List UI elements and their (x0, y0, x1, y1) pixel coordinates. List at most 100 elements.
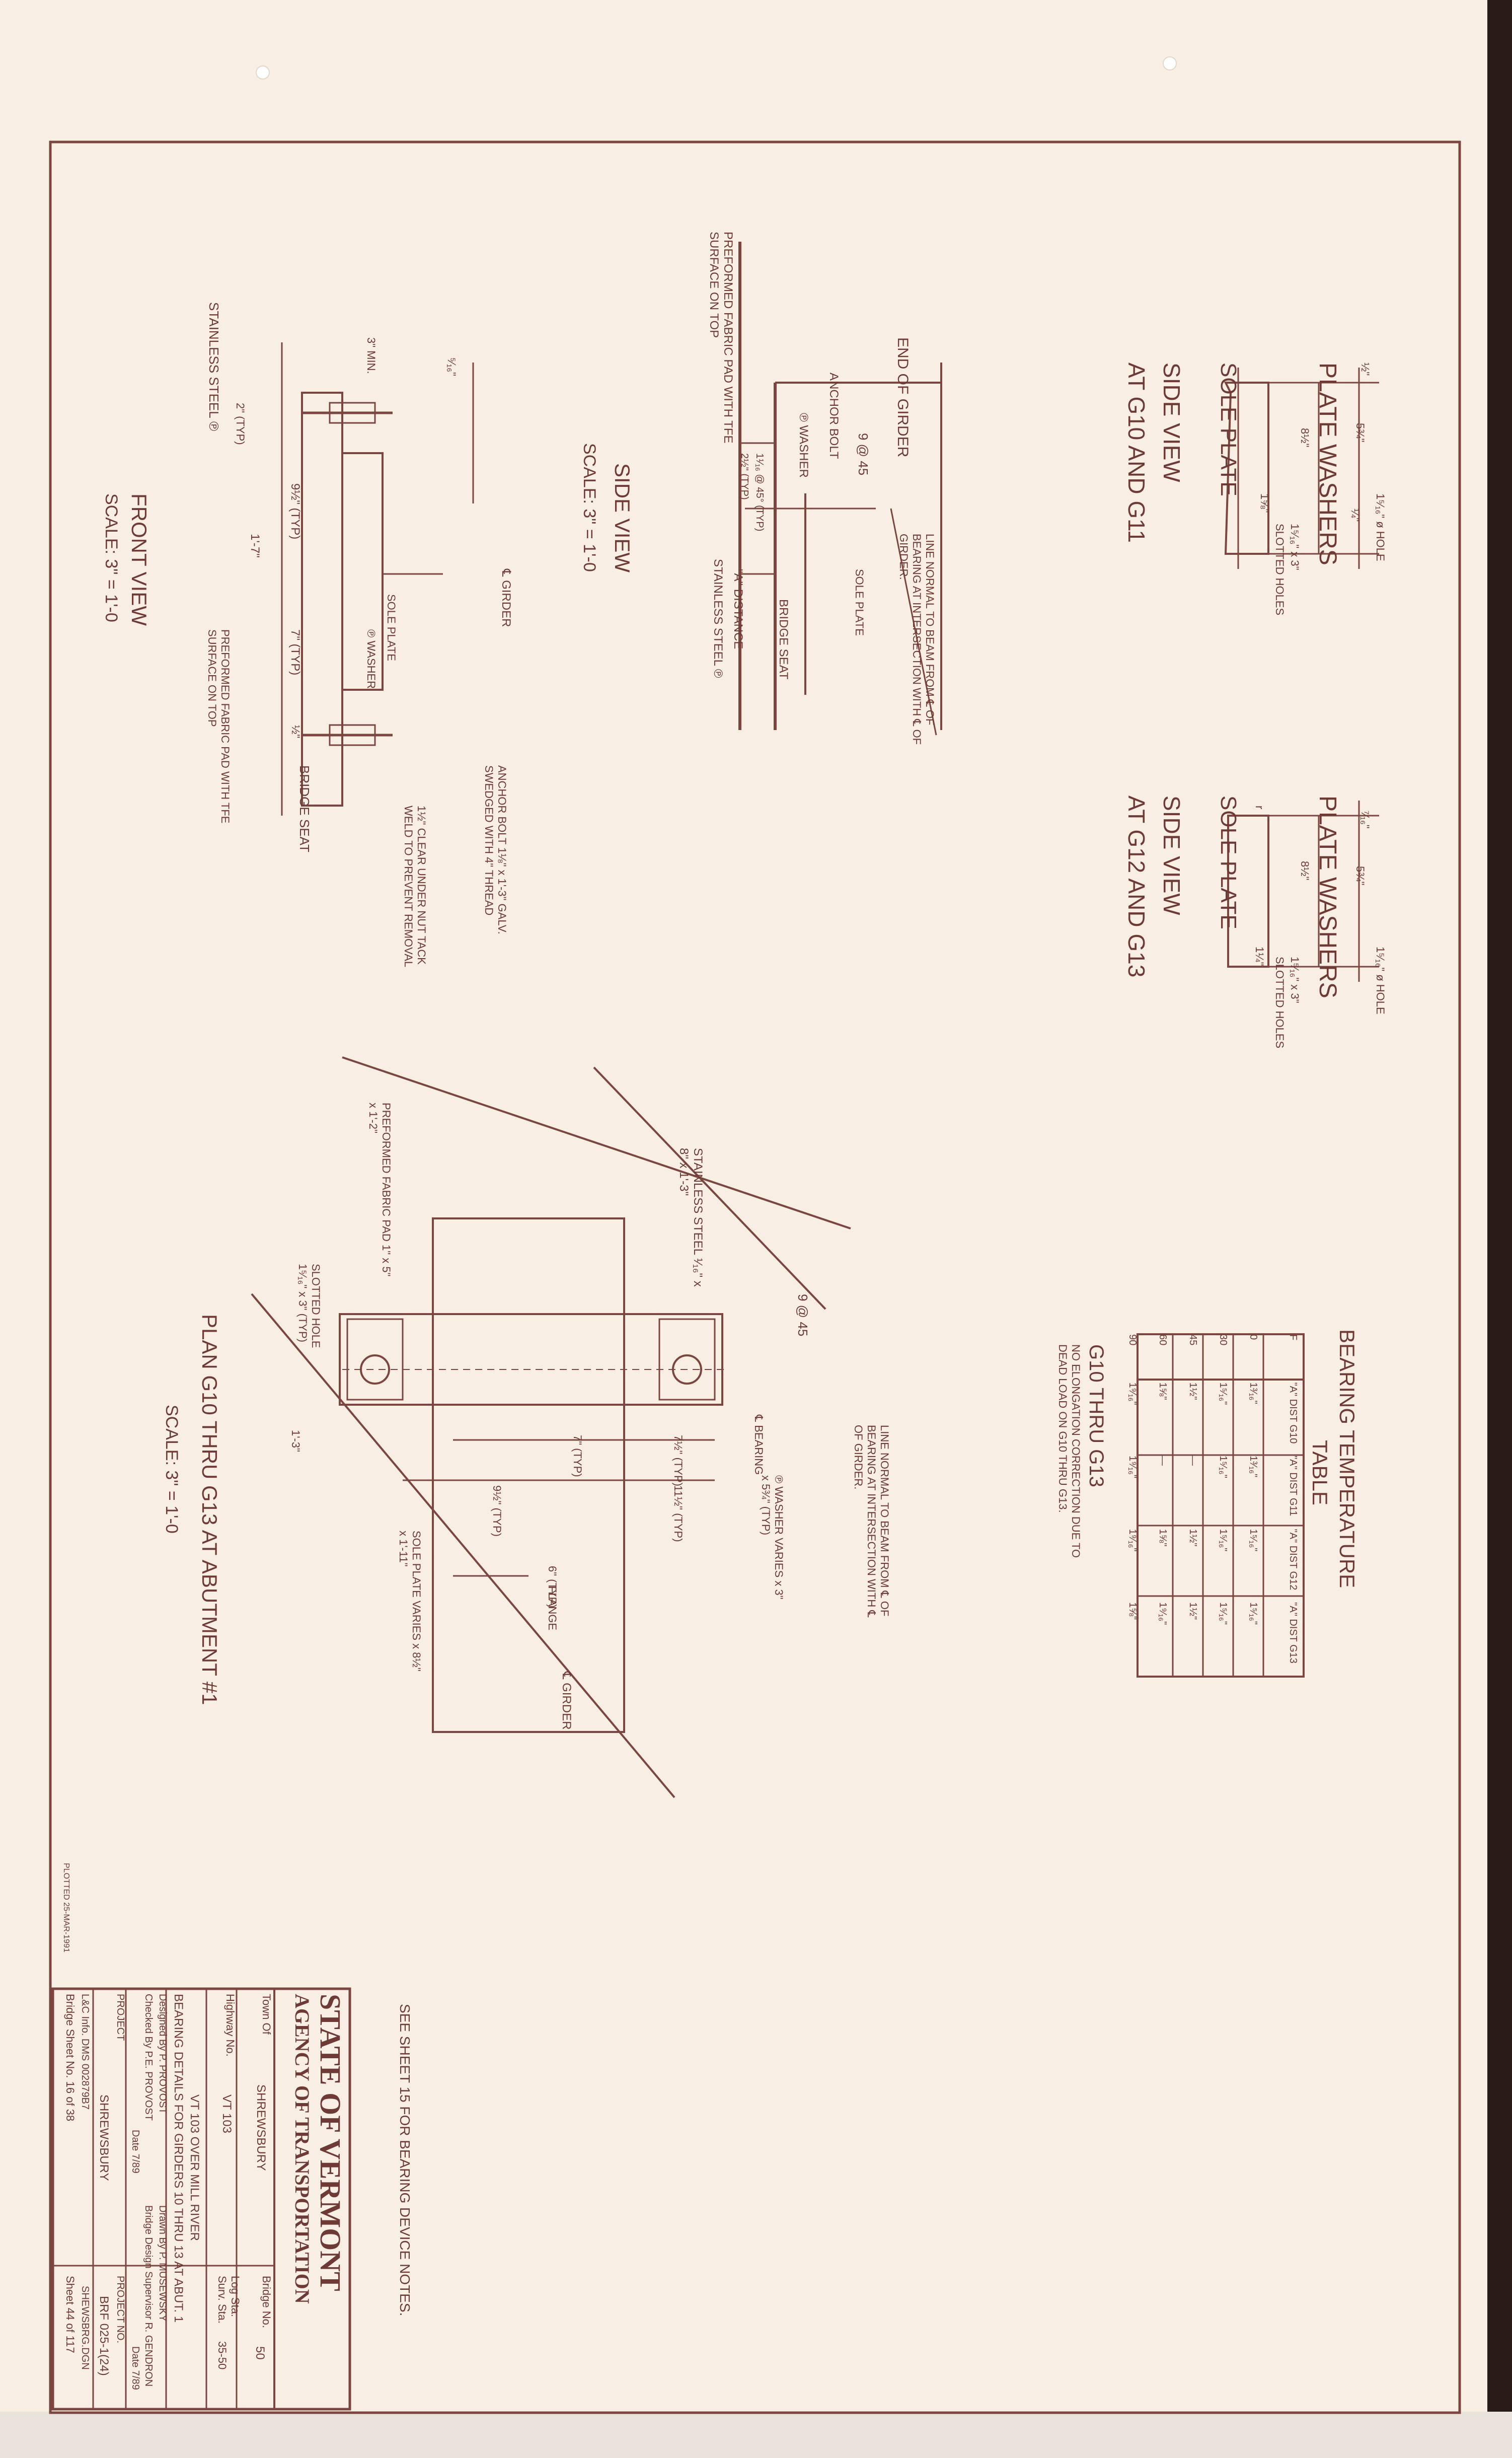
plan-title: PLAN G10 THRU G13 AT ABUTMENT #1 (198, 1314, 221, 1705)
table-cell: 1⅝" (1127, 1602, 1138, 1620)
dim-label: 11½" (TYP) (672, 1485, 685, 1542)
dim-label: 2" (TYP) (234, 403, 247, 445)
highway-value: VT 103 (220, 2094, 234, 2133)
surv-sta-value: 35-50 (216, 2341, 229, 2370)
plate-washers-title: PLATE WASHERS (1314, 796, 1341, 998)
anchor-bolt-note: ANCHOR BOLT 1⅛" x 1'-3" GALV. SWEDGED WI… (483, 765, 508, 934)
route-label: VT 103 OVER MILL RIVER (188, 2094, 201, 2241)
project-label: PROJECT (115, 1994, 126, 2041)
dim-label: 5¾" (1354, 423, 1367, 443)
stainless-label: STAINLESS STEEL ℗ (206, 302, 221, 431)
plan-view-linework (251, 1056, 851, 1798)
washer-label: ℗ WASHER VARIES x 3" x 5¾" (TYP) (760, 1475, 785, 1600)
dim-label: r (1253, 806, 1266, 810)
sole-plate-label: SOLE PLATE (385, 594, 398, 661)
table-cell: 1½" (1187, 1529, 1198, 1547)
town-label: Town Of (260, 1994, 273, 2035)
side-view-title: SIDE VIEW (1159, 363, 1185, 482)
agency-title: AGENCY OF TRANSPORTATION (291, 1994, 314, 2304)
side-view-subtitle: AT G12 AND G13 (1123, 796, 1150, 978)
side-view-title: SIDE VIEW (1159, 796, 1185, 915)
table-cell: 30 (1218, 1334, 1229, 1346)
table-cell: — (1157, 1456, 1168, 1466)
dim-label: 8½" (1299, 428, 1311, 448)
sole-plate-title: SOLE PLATE (1216, 363, 1241, 496)
table-note: NO ELONGATION CORRECTION DUE TO DEAD LOA… (1056, 1344, 1082, 1558)
hole-note: 1⁵⁄₁₆" ø HOLE (1374, 947, 1387, 1015)
sheet-border (49, 140, 1461, 2414)
spacing-label: 9 @ 45 (795, 1294, 810, 1337)
side-view-scale: SCALE: 3" = 1'-0 (580, 443, 599, 572)
table-cell: 1⅝" (1157, 1529, 1168, 1547)
table-cell: 1⁵⁄₁₆" (1218, 1456, 1229, 1478)
table-cell: 1⁹⁄₁₆" (1127, 1529, 1138, 1552)
table-cell: 1⅝" (1157, 1382, 1168, 1400)
girder-label: ℄ GIRDER (499, 569, 513, 627)
washer-label: ℗ WASHER (797, 413, 810, 478)
table-subtitle: G10 THRU G13 (1085, 1344, 1107, 1487)
front-view-title: FRONT VIEW (127, 493, 151, 626)
bearing-label: ℄ BEARING (752, 1415, 765, 1475)
slot-note: 1⁵⁄₁₆" x 3" (1289, 957, 1301, 1003)
a-distance-label: "A" DISTANCE (731, 569, 745, 649)
state-title: STATE OF VERMONT (314, 1994, 347, 2291)
table-header: "A" DIST G12 (1288, 1529, 1299, 1591)
date-label: Date 7/89 (130, 2130, 141, 2174)
title-block-grid (51, 1987, 351, 2411)
sheet-edge (1487, 0, 1512, 2412)
sole-plate-title: SOLE PLATE (1216, 796, 1241, 929)
sole-plate-g12-linework (1227, 801, 1379, 982)
table-title: BEARING TEMPERATURE (1335, 1329, 1359, 1588)
table-cell: — (1187, 1456, 1198, 1466)
dim-label: ½" (289, 725, 302, 739)
typ-label: 2½" (TYP) (739, 453, 750, 500)
file-name: SHEWSBRG.DGN (80, 2286, 91, 2370)
spacing-label: 9 @ 45 (856, 433, 871, 476)
dim-label: 9½" (TYP) (491, 1485, 503, 1537)
supervisor: Bridge Design Supervisor R. GENDRON (143, 2205, 154, 2387)
front-view-scale: SCALE: 3" = 1'-0 (102, 493, 121, 622)
dim-label: 1¼" (1253, 947, 1266, 966)
pad-note: PREFORMED FABRIC PAD WITH TFE SURFACE ON… (206, 629, 232, 824)
bridge-seat-label: BRIDGE SEAT (297, 765, 312, 852)
table-cell: 45 (1187, 1334, 1198, 1346)
bridge-no-label: Bridge No. (260, 2276, 273, 2328)
table-cell: 1½" (1187, 1382, 1198, 1400)
sheet-number: Sheet 44 of 117 (64, 2276, 77, 2353)
table-row: 45 1½" — 1½" 1½" (1178, 1334, 1208, 1673)
dim-label: 7" (TYP) (571, 1435, 584, 1477)
date-2: Date 7/89 (130, 2346, 141, 2390)
line-normal-label: LINE NORMAL TO BEAM FROM ℄ OF BEARING AT… (897, 534, 936, 745)
table-body: 0 1³⁄₁₆" 1³⁄₁₆" 1⁵⁄₁₆" 1⁵⁄₁₆" 30 1⁵⁄₁₆" … (1117, 1334, 1268, 1673)
see-sheet-note: SEE SHEET 15 FOR BEARING DEVICE NOTES. (397, 2004, 413, 2316)
checked-by: Checked By P.E. PROVOST (143, 1994, 154, 2121)
table-title-2: TABLE (1308, 1440, 1332, 1505)
dim-label: 7" (TYP) (288, 629, 302, 676)
table-cell: 1⁹⁄₁₆" (1127, 1382, 1138, 1405)
dim-label: 1'-3" (289, 1430, 302, 1452)
project-value: SHREWSBURY (97, 2094, 111, 2181)
bearing-table-grid (1137, 1333, 1305, 1678)
typ-label: 1¹⁄₁₆ @ 45° (TYP) (754, 453, 765, 532)
designed-by: Designed By P. PROVOST (157, 1994, 168, 2114)
side-view-title: SIDE VIEW (611, 463, 634, 573)
log-sta-label: Log Sta. (229, 2276, 242, 2317)
town-value: SHREWSBURY (254, 2084, 268, 2171)
table-cell: 1½" (1187, 1602, 1198, 1620)
table-cell: 60 (1157, 1334, 1168, 1346)
bridge-seat-label: BRIDGE SEAT (777, 599, 790, 680)
stainless-label: STAINLESS STEEL ℗ (711, 559, 725, 678)
table-cell: 90 (1127, 1334, 1138, 1346)
front-view-linework (281, 342, 474, 816)
table-cell: 0 (1248, 1334, 1259, 1340)
flange-label: FLANGE (546, 1586, 559, 1631)
table-cell: 1⁹⁄₁₆" (1157, 1602, 1168, 1625)
dim-label: 5¾" (1354, 866, 1367, 886)
punch-hole (256, 65, 270, 80)
table-header-row: F "A" DIST G10 "A" DIST G11 "A" DIST G12… (1287, 1334, 1299, 1673)
stainless-label: STAINLESS STEEL ¹⁄₁₆" x 8" x 1'-3" (677, 1148, 705, 1287)
sole-plate-g10-linework (1224, 368, 1379, 569)
pad-note: PREFORMED FABRIC PAD WITH TFE SURFACE ON… (707, 232, 735, 444)
table-cell: 1⁹⁄₁₆" (1127, 1456, 1138, 1479)
